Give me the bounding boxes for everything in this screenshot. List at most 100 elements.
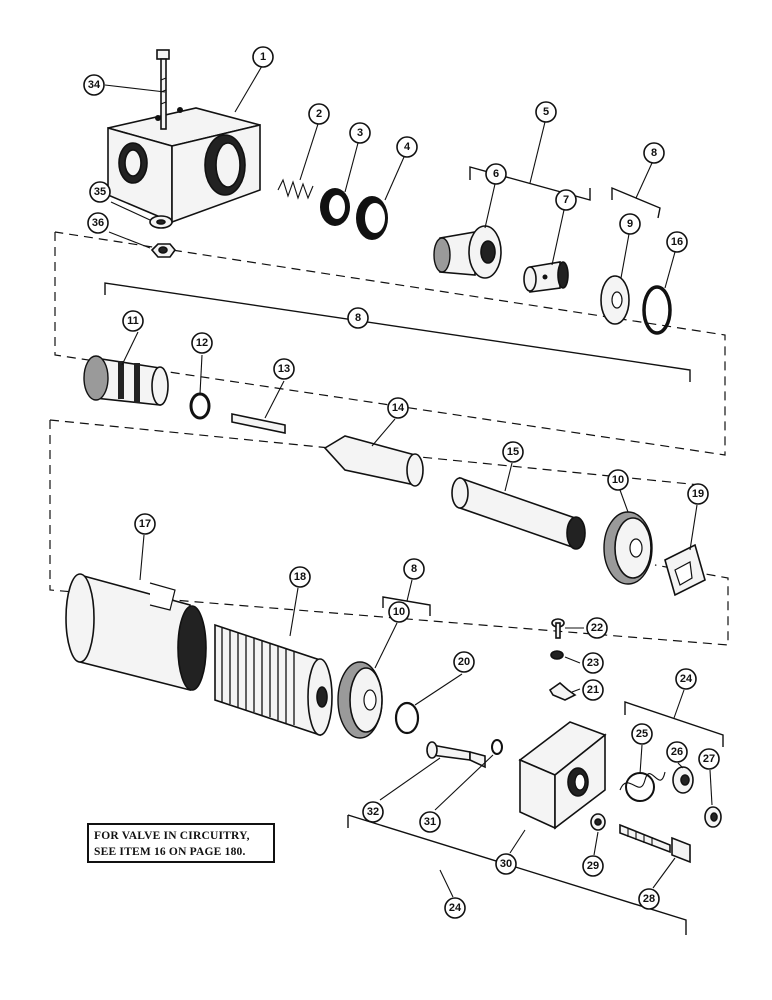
svg-text:7: 7: [563, 194, 569, 206]
callout-24-top: 24: [675, 668, 697, 690]
poppet-6: [433, 225, 502, 279]
callout-30: 30: [495, 853, 517, 875]
svg-text:27: 27: [703, 753, 715, 765]
washer-9: [600, 275, 630, 325]
svg-text:25: 25: [636, 728, 648, 740]
callout-32: 32: [362, 801, 384, 823]
valve-body: [107, 107, 261, 224]
svg-text:10: 10: [612, 474, 624, 486]
svg-text:1: 1: [260, 51, 266, 63]
svg-text:11: 11: [127, 315, 139, 327]
callout-24-bottom: 24: [444, 897, 466, 919]
svg-text:3: 3: [357, 127, 363, 139]
callout-18: 18: [289, 566, 311, 588]
svg-text:20: 20: [458, 656, 470, 668]
callout-26: 26: [666, 741, 688, 763]
spool-11: [83, 355, 169, 406]
svg-text:9: 9: [627, 218, 633, 230]
callout-7: 7: [555, 189, 577, 211]
sleeve-17: [65, 573, 207, 692]
bracket-24-bottom: [347, 814, 687, 935]
callout-3: 3: [349, 122, 371, 144]
callout-9: 9: [619, 213, 641, 235]
tube-15: [451, 476, 586, 550]
note-line-2: SEE ITEM 16 ON PAGE 180.: [94, 846, 246, 858]
snap-ring-16: [642, 285, 672, 335]
svg-text:17: 17: [139, 518, 151, 530]
callout-22: 22: [586, 617, 608, 639]
callout-15: 15: [502, 441, 524, 463]
callout-8-top: 8: [643, 142, 665, 164]
note-line-1: FOR VALVE IN CIRCUITRY,: [94, 830, 250, 842]
callout-4: 4: [396, 136, 418, 158]
o-ring-12: [189, 392, 211, 420]
bracket-8-top: [611, 162, 661, 219]
callout-12: 12: [191, 332, 213, 354]
svg-text:2: 2: [316, 108, 322, 120]
svg-text:35: 35: [94, 186, 106, 198]
svg-text:36: 36: [92, 217, 104, 229]
washer-29: [590, 813, 606, 831]
pilot-7: [523, 261, 569, 293]
callout-27: 27: [698, 748, 720, 770]
svg-text:10: 10: [393, 606, 405, 618]
seal-ring-4: [356, 196, 388, 240]
svg-text:5: 5: [543, 106, 549, 118]
callout-20: 20: [453, 651, 475, 673]
svg-text:34: 34: [88, 79, 101, 91]
svg-text:32: 32: [367, 806, 379, 818]
nut-27: [704, 806, 722, 828]
svg-text:16: 16: [671, 236, 683, 248]
svg-text:19: 19: [692, 488, 704, 500]
adjust-screw-28: [619, 823, 691, 864]
callout-6: 6: [485, 163, 507, 185]
retainer-10-upper: [603, 511, 653, 585]
svg-text:13: 13: [278, 363, 290, 375]
svg-text:8: 8: [355, 312, 361, 324]
washer-23: [550, 650, 564, 660]
callout-16: 16: [666, 231, 688, 253]
svg-text:18: 18: [294, 571, 306, 583]
svg-text:24: 24: [680, 673, 693, 685]
lock-plate-19: [664, 543, 706, 597]
clip-21: [548, 681, 577, 701]
callout-5: 5: [535, 101, 557, 123]
svg-text:8: 8: [651, 147, 657, 159]
ring-31: [491, 739, 503, 755]
callout-25: 25: [631, 723, 653, 745]
bracket-24-top: [624, 689, 724, 747]
svg-text:6: 6: [493, 168, 499, 180]
callout-8-lower: 8: [403, 558, 425, 580]
washer-35: [149, 215, 173, 229]
bracket-8-lower: [382, 579, 431, 616]
svg-text:29: 29: [587, 860, 599, 872]
callout-13: 13: [273, 358, 295, 380]
callouts: 1 2 3 4 5 6 7 8 9 16 34 35 36 11 12 13 8…: [83, 46, 720, 919]
svg-text:26: 26: [671, 746, 683, 758]
callout-36: 36: [87, 212, 109, 234]
retainer-10-lower: [337, 661, 383, 739]
svg-text:4: 4: [404, 141, 411, 153]
svg-text:14: 14: [392, 402, 405, 414]
callout-17: 17: [134, 513, 156, 535]
svg-text:31: 31: [424, 816, 436, 828]
svg-text:30: 30: [500, 858, 512, 870]
pin-13: [231, 413, 286, 434]
svg-text:8: 8: [411, 563, 417, 575]
callout-11: 11: [122, 310, 144, 332]
callout-8-middle: 8: [347, 307, 369, 329]
callout-2: 2: [308, 103, 330, 125]
circuitry-note: FOR VALVE IN CIRCUITRY, SEE ITEM 16 ON P…: [87, 823, 275, 863]
stem-32: [426, 741, 486, 769]
svg-text:15: 15: [507, 446, 519, 458]
spring-2: [277, 178, 314, 200]
callout-31: 31: [419, 811, 441, 833]
svg-text:12: 12: [196, 337, 208, 349]
nut-36: [150, 243, 177, 258]
bolt-34: [156, 49, 170, 130]
svg-text:28: 28: [643, 893, 655, 905]
dashed-group-outlines: [49, 231, 729, 646]
callout-10-upper: 10: [607, 469, 629, 491]
plunger-14: [323, 435, 424, 487]
